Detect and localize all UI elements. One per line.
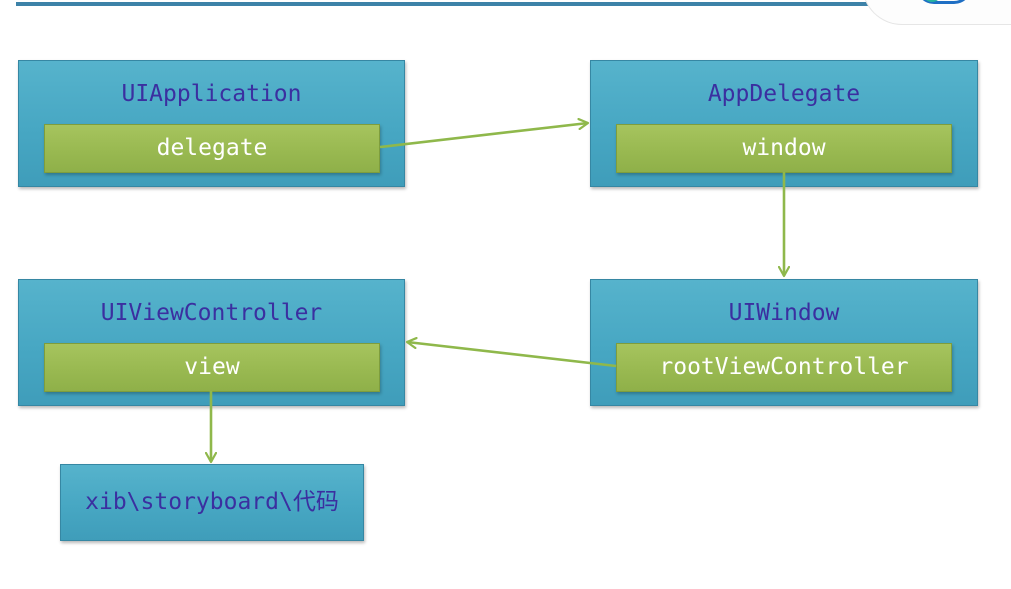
node-title-appdelegate: AppDelegate	[707, 81, 861, 107]
field-rootviewcontroller: rootViewController	[616, 343, 952, 392]
node-title-view-source: xib\storyboard\代码	[85, 489, 339, 515]
node-title-uiapplication: UIApplication	[121, 81, 302, 107]
field-view: view	[44, 343, 380, 392]
node-view-source: xib\storyboard\代码	[60, 464, 364, 541]
node-uiviewcontroller: UIViewController view	[18, 279, 405, 406]
field-delegate: delegate	[44, 124, 380, 173]
top-rule	[16, 2, 976, 6]
arrow-rootviewcontroller-to-uiviewcontroller	[407, 342, 617, 368]
node-uiwindow: UIWindow rootViewController	[590, 279, 978, 406]
node-title-uiviewcontroller: UIViewController	[100, 300, 323, 326]
node-uiapplication: UIApplication delegate	[18, 60, 405, 187]
node-title-uiwindow: UIWindow	[728, 300, 840, 326]
arrow-delegate-to-appdelegate	[379, 123, 588, 149]
corner-decoration	[862, 0, 1011, 25]
field-window: window	[616, 124, 952, 173]
